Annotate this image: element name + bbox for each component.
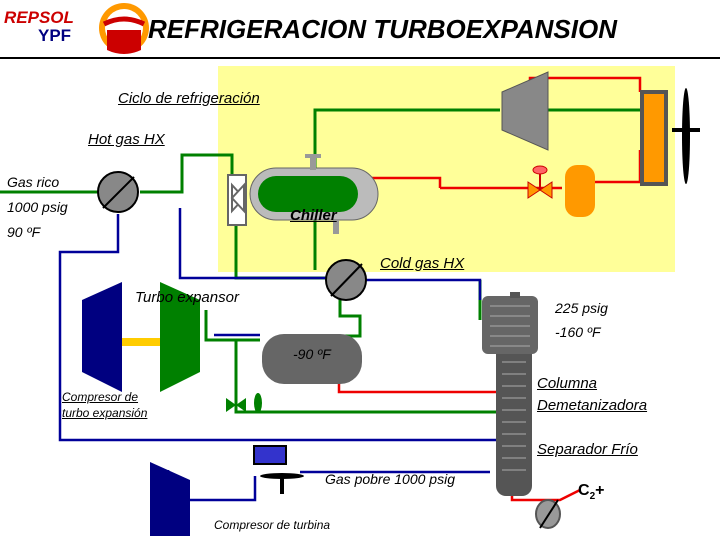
logo-ypf: YPF — [38, 26, 72, 45]
label-compresor-turbo-2: turbo expansión — [62, 406, 148, 420]
label-hot-gas-hx: Hot gas HX — [88, 131, 165, 148]
blue-piping — [58, 208, 500, 502]
turbo-expander — [160, 282, 200, 392]
expander-bypass-valve — [226, 393, 262, 413]
c2-outlet-valve — [535, 499, 561, 529]
cold-separator — [262, 334, 362, 384]
label-cold-gas-hx: Cold gas HX — [380, 255, 465, 272]
label-separador-frio: Separador Frío — [537, 441, 638, 458]
condenser — [640, 88, 700, 186]
label-minus-160-f: -160 ºF — [555, 324, 601, 340]
label-c2-plus: C2+ — [578, 482, 604, 502]
logo-repsol: REPSOL — [4, 8, 74, 27]
label-chiller: Chiller — [290, 207, 337, 224]
label-turbo-expansor: Turbo expansor — [135, 289, 239, 306]
label-ciclo-refrigeracion: Ciclo de refrigeración — [118, 90, 260, 107]
label-c2-plus-sign: + — [595, 482, 605, 499]
label-gas-rico: Gas rico — [7, 174, 60, 190]
demethanizer-column — [482, 292, 538, 496]
turbo-compressor — [82, 282, 122, 392]
label-temp-in: 90 ºF — [7, 224, 41, 240]
cold-gas-hx — [325, 259, 367, 301]
label-columna: Columna — [537, 375, 598, 392]
refrigerant-receiver — [565, 165, 595, 217]
label-compresor-turbina: Compresor de turbina — [214, 518, 331, 532]
hot-gas-hx — [97, 171, 139, 213]
label-demetanizadora: Demetanizadora — [537, 397, 648, 414]
label-c2-sub: 2 — [589, 491, 596, 503]
chiller-inlet-valve — [227, 174, 247, 226]
label-gas-pobre: Gas pobre 1000 psig — [325, 471, 455, 487]
residue-aircooler — [253, 445, 287, 465]
label-compresor-turbo-1: Compresor de — [62, 390, 139, 404]
refrigeration-compressor — [501, 71, 549, 151]
label-225-psig: 225 psig — [555, 300, 608, 316]
turbo-shaft — [122, 338, 160, 346]
label-c2-main: C — [578, 482, 590, 499]
residue-compressor — [150, 462, 190, 536]
label-minus-90-f: -90 ºF — [293, 346, 331, 362]
repsol-emblem — [99, 3, 149, 54]
refrigerant-expansion-valve — [527, 165, 553, 199]
chiller-vessel — [249, 154, 379, 234]
page-title: REFRIGERACION TURBOEXPANSION — [148, 14, 617, 44]
label-pressure-in: 1000 psig — [7, 199, 68, 215]
residue-aircooler-fan — [260, 473, 304, 494]
